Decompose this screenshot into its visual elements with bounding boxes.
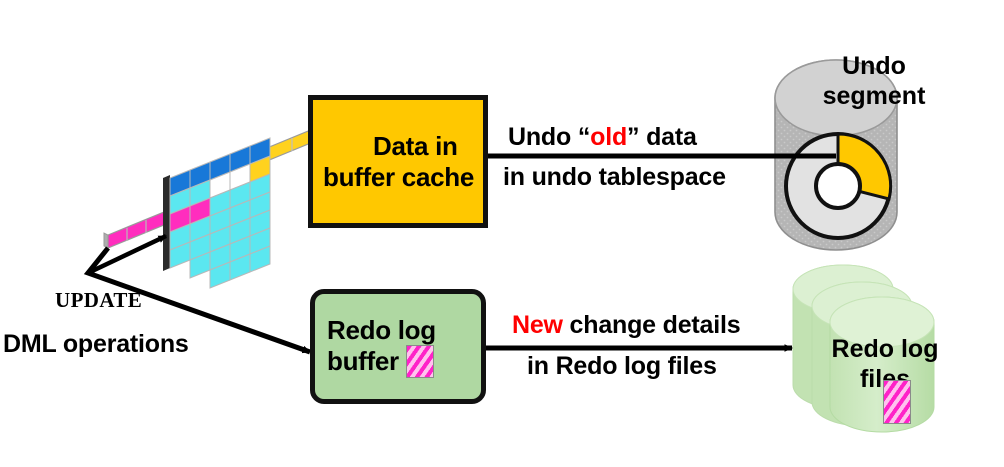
update-label-text: UPDATE bbox=[55, 288, 143, 312]
redo-log-buffer-box[interactable]: Redo log buffer bbox=[310, 289, 486, 404]
data-in-buffer-cache-box[interactable]: Data in buffer cache bbox=[308, 95, 488, 228]
dml-branch-connector bbox=[83, 233, 312, 355]
buffer-cache-line1: Data in bbox=[373, 130, 458, 161]
redo-buffer-line1: Redo log bbox=[327, 314, 436, 345]
undo-flow-highlight: old bbox=[590, 123, 628, 151]
redo-stripe-icon bbox=[405, 345, 434, 379]
undo-segment-label-line1: Undo bbox=[842, 52, 906, 80]
redo-buffer-line2-row: buffer bbox=[327, 345, 481, 379]
dml-operations-text: DML operations bbox=[3, 330, 189, 358]
undo-flow-quote-close: ” bbox=[627, 123, 640, 151]
redo-log-files-label-line1: Redo log bbox=[831, 335, 939, 363]
undo-flow-quote-open: “ bbox=[577, 123, 591, 151]
grid-magenta-band bbox=[103, 211, 165, 249]
buffer-cache-line2: buffer cache bbox=[323, 161, 475, 192]
undo-flow-suffix: data bbox=[639, 123, 697, 151]
redo-flow-highlight: New bbox=[512, 311, 563, 339]
undo-segment-donut bbox=[784, 132, 893, 240]
dml-operations-label: DML operations bbox=[3, 330, 189, 359]
redo-stripe-icon-files bbox=[883, 380, 911, 424]
undo-flow-prefix: Undo bbox=[508, 123, 578, 151]
redo-flow-suffix: change details bbox=[562, 311, 741, 339]
redo-buffer-line2: buffer bbox=[327, 346, 399, 377]
redo-flow-line1: New change details bbox=[512, 311, 741, 340]
redo-log-files-label: Redo log files bbox=[805, 335, 965, 394]
undo-segment-label: Undo segment bbox=[789, 52, 959, 111]
data-block-grid-icon bbox=[103, 110, 357, 289]
update-label: UPDATE bbox=[55, 288, 142, 313]
grid-cells bbox=[163, 137, 271, 289]
undo-flow-line2: in undo tablespace bbox=[503, 163, 726, 191]
undo-segment-label-line2: segment bbox=[822, 81, 926, 110]
redo-flow-line2: in Redo log files bbox=[527, 352, 717, 380]
undo-flow-line1: Undo “old” data bbox=[508, 123, 697, 152]
